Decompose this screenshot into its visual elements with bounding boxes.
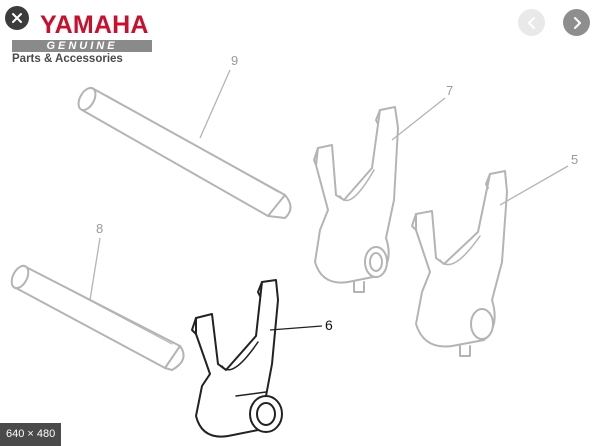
previous-image-button[interactable] — [518, 9, 545, 36]
part-number-5: 5 — [571, 152, 578, 167]
shift-fork-7 — [313, 106, 399, 293]
brand-name: YAMAHA — [40, 11, 149, 39]
chevron-right-icon — [573, 16, 581, 29]
brand-tagline: Parts & Accessories — [12, 53, 123, 65]
yamaha-logo: YAMAHA GENUINE Parts & Accessories — [12, 8, 162, 68]
shift-rod-8 — [10, 264, 185, 371]
leader-line-8 — [89, 237, 101, 301]
next-image-button[interactable] — [563, 9, 590, 36]
part-number-9: 9 — [231, 53, 238, 68]
leader-line-6 — [269, 325, 323, 331]
close-icon — [12, 13, 22, 23]
part-number-7: 7 — [446, 83, 453, 98]
chevron-left-icon — [527, 16, 535, 29]
genuine-banner: GENUINE — [12, 40, 152, 52]
part-number-8: 8 — [96, 221, 103, 236]
part-number-6: 6 — [325, 317, 333, 333]
shift-rod-9 — [77, 86, 292, 219]
shift-fork-5 — [411, 170, 508, 357]
leader-line-5 — [499, 165, 569, 206]
shift-fork-6 — [191, 279, 283, 438]
image-dimensions-badge: 640 × 480 — [0, 423, 62, 446]
close-button[interactable] — [5, 6, 29, 30]
leader-line-7 — [391, 97, 446, 141]
leader-line-9 — [199, 69, 231, 139]
